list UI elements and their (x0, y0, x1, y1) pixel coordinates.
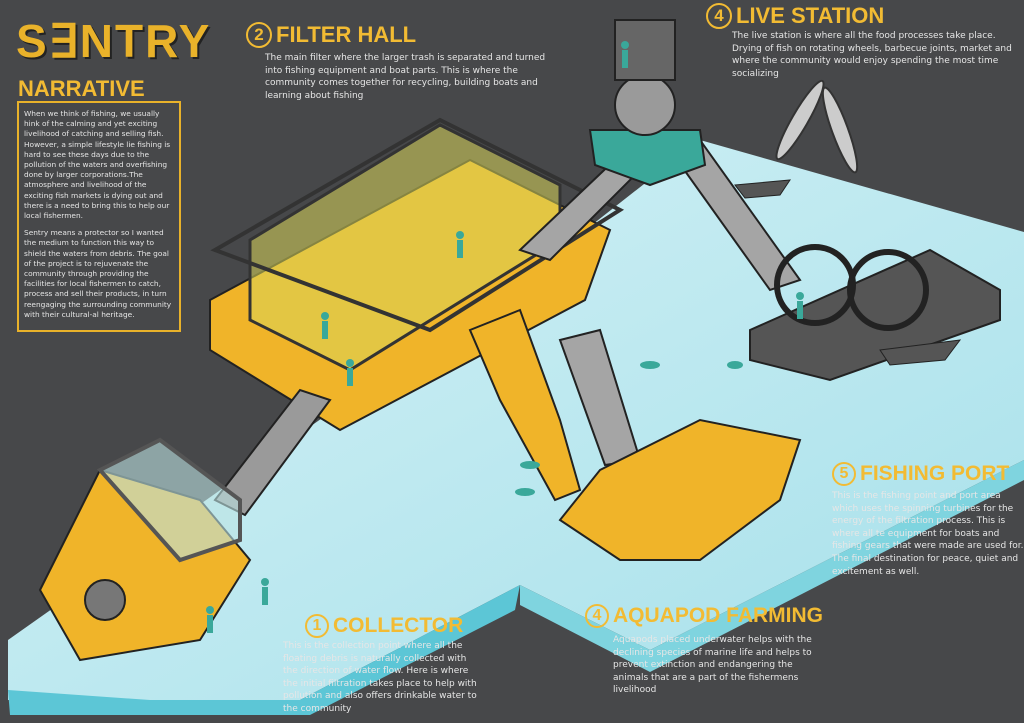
boat-icon (879, 339, 962, 366)
fishing-port-base (749, 248, 1001, 382)
narrative-box: When we think of fishing, we usually hin… (17, 101, 181, 332)
section-text: Aquapods placed underwater helps with th… (613, 635, 812, 696)
collector-section: 1 COLLECTOR This is the collection point… (283, 614, 483, 716)
section-title: FISHING PORT (860, 462, 1010, 485)
section-title: COLLECTOR (333, 614, 464, 637)
section-text: This is the collection point where all t… (283, 641, 477, 714)
number-badge: 4 (706, 3, 732, 29)
aquapod-section: 4 AQUAPOD FARMING Aquapods placed underw… (585, 604, 825, 697)
narrative-paragraph: Sentry means a protector so I wanted the… (24, 228, 172, 319)
narrative-title: NARRATIVE (18, 76, 145, 101)
section-title: FILTER HALL (276, 22, 417, 47)
number-badge: 4 (585, 604, 609, 628)
filter-hall-roof (210, 117, 625, 333)
number-badge: 1 (305, 614, 329, 638)
section-title: LIVE STATION (736, 3, 885, 28)
live-station-section: 4 LIVE STATION The live station is where… (706, 3, 1024, 80)
turbine-icon (775, 79, 859, 174)
fishing-port-section: 5 FISHING PORT This is the fishing point… (832, 462, 1024, 578)
wheel-icon (847, 249, 929, 331)
narrative-paragraph: When we think of fishing, we usually hin… (24, 109, 171, 221)
gear-icon (84, 579, 126, 621)
filter-hall-leg (468, 308, 582, 502)
filter-hall-section: 2 FILTER HALL The main filter where the … (246, 22, 556, 102)
sentry-logo: S∃NTRY (16, 15, 212, 67)
section-text: The main filter where the larger trash i… (265, 53, 546, 101)
section-title: AQUAPOD FARMING (613, 604, 823, 627)
section-text: The live station is where all the food p… (732, 31, 1012, 79)
number-badge: 5 (832, 462, 856, 486)
number-badge: 2 (246, 22, 272, 48)
collector-frame (96, 437, 242, 563)
person-icon (206, 41, 804, 633)
gear-icon (614, 74, 676, 136)
aquapod-structure (558, 418, 802, 561)
boat-icon (734, 179, 791, 199)
live-station-tower (588, 129, 707, 187)
fish-icon (515, 361, 743, 496)
section-text: This is the fishing point and port area … (832, 491, 1024, 577)
water-side-left (8, 585, 520, 715)
